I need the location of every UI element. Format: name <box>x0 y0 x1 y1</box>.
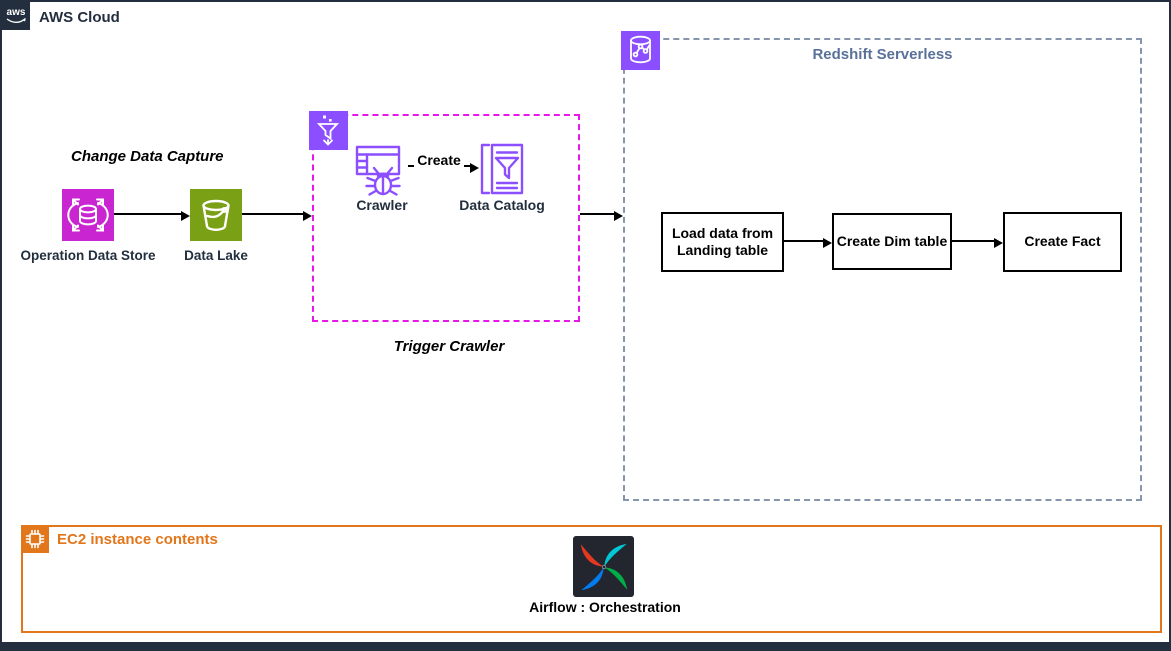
glue-icon <box>309 111 348 150</box>
arrow-trigger-to-redshift <box>580 211 623 221</box>
ec2-chip-icon <box>21 525 49 553</box>
data-lake-label: Data Lake <box>184 248 248 263</box>
trigger-crawler-group-box <box>312 114 580 322</box>
arrow-dim-to-fact <box>952 238 1003 248</box>
data-catalog-label: Data Catalog <box>459 197 545 213</box>
operation-data-store-label: Operation Data Store <box>20 248 156 263</box>
trigger-crawler-caption: Trigger Crawler <box>393 338 505 355</box>
glue-data-catalog-icon <box>479 143 524 195</box>
crawler-label: Crawler <box>356 197 408 213</box>
ec2-instance-contents-title: EC2 instance contents <box>57 531 218 548</box>
data-lake-icon <box>190 189 242 241</box>
arrow-ods-to-datalake <box>114 211 190 221</box>
step-create-dim-box: Create Dim table <box>832 213 952 270</box>
svg-text:aws: aws <box>7 7 26 18</box>
arrow-datalake-to-trigger <box>242 211 312 221</box>
step-load-landing-box: Load data from Landing table <box>661 212 784 272</box>
create-edge-label: Create <box>414 152 464 168</box>
airflow-orchestration-caption: Airflow : Orchestration <box>529 599 681 615</box>
change-data-capture-caption: Change Data Capture <box>71 148 224 165</box>
aws-logo-icon: aws <box>2 2 30 30</box>
airflow-pinwheel-icon <box>573 536 634 597</box>
bottom-dark-bar <box>2 642 1169 649</box>
arrow-landing-to-dim <box>784 238 832 248</box>
operation-data-store-icon <box>62 189 114 241</box>
aws-cloud-title: AWS Cloud <box>39 9 120 26</box>
redshift-serverless-icon <box>621 31 660 70</box>
glue-crawler-icon <box>354 141 410 198</box>
redshift-serverless-group-box <box>623 38 1142 501</box>
redshift-serverless-title: Redshift Serverless <box>812 46 953 63</box>
step-create-fact-box: Create Fact <box>1003 212 1122 272</box>
ec2-instance-contents-group-box <box>21 525 1162 633</box>
